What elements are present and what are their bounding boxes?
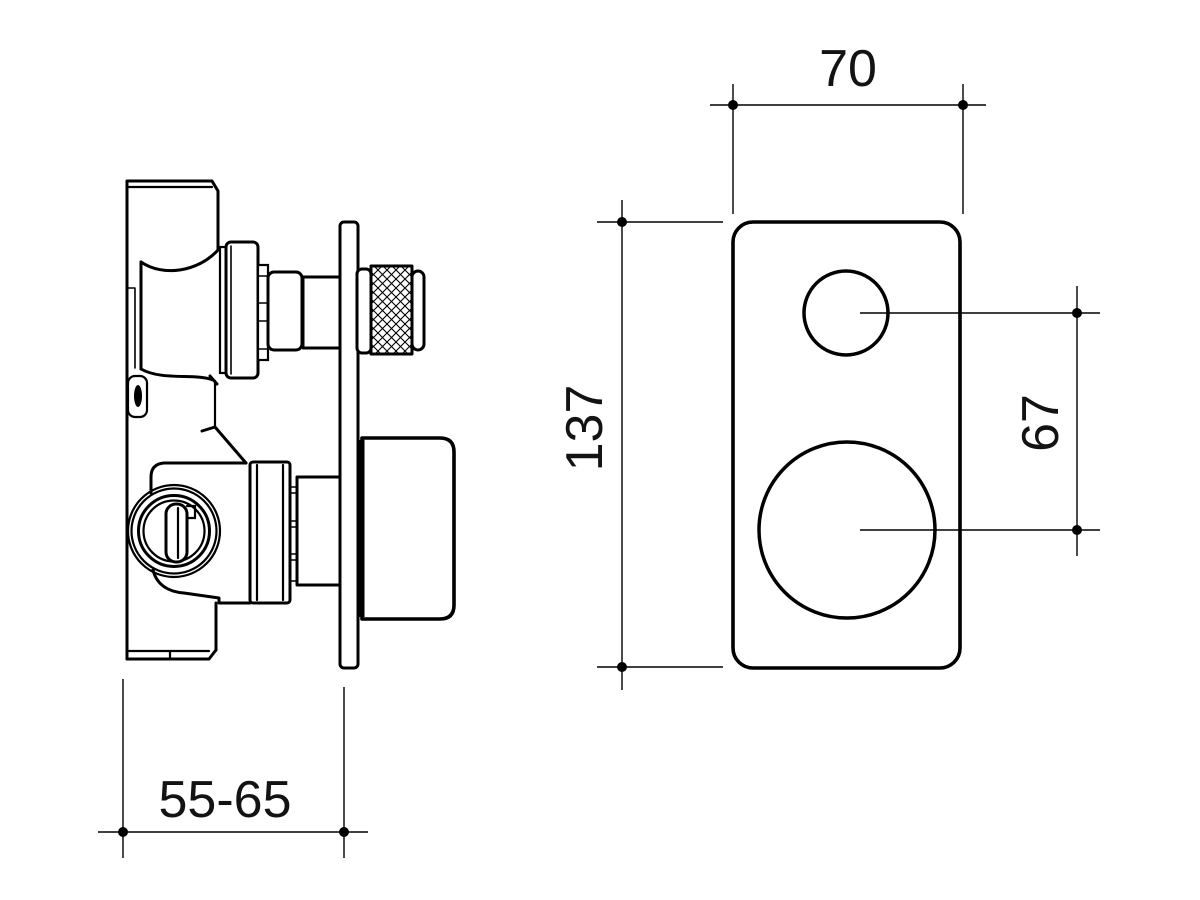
dimension-plate-width: 70 xyxy=(710,40,986,214)
dim-dot xyxy=(617,217,627,227)
spindle-slot xyxy=(164,502,189,564)
knob-knurl-pattern xyxy=(371,266,412,354)
cartridge-ring xyxy=(248,460,292,605)
dim-dot xyxy=(1072,525,1082,535)
dim-label-plate-height: 137 xyxy=(556,385,614,472)
neck-contour xyxy=(139,248,220,273)
knob-base-ring xyxy=(355,267,373,355)
dim-dot xyxy=(617,662,627,672)
dim-label-installation-depth: 55-65 xyxy=(159,771,292,829)
lower-spindle xyxy=(295,475,342,587)
dimension-plate-height: 137 xyxy=(556,200,723,690)
handle-outline xyxy=(360,436,456,621)
dim-dot xyxy=(118,827,128,837)
housing-bottom-edge xyxy=(151,568,252,605)
cartridge-circle-main xyxy=(137,494,211,568)
dim-dot xyxy=(958,100,968,110)
cartridge-circle-outer xyxy=(126,483,222,579)
upper-cartridge xyxy=(218,240,342,380)
extension-line xyxy=(732,84,964,214)
side-port-hole xyxy=(134,385,142,407)
boss-face-inner xyxy=(126,287,136,369)
dimensions: 70 137 67 55-65 xyxy=(98,40,1100,858)
dim-label-handle-centres: 67 xyxy=(1012,394,1070,452)
upper-spindle xyxy=(301,275,342,350)
body-bottom-lip xyxy=(126,649,211,661)
body-chamfer xyxy=(200,425,248,465)
extension-line xyxy=(122,679,345,858)
dim-label-plate-width: 70 xyxy=(819,40,877,98)
cartridge-ring-inner-lines xyxy=(255,463,285,602)
cartridge-circle-bezel xyxy=(130,487,218,575)
lower-thread-lines xyxy=(289,486,298,582)
side-view xyxy=(125,179,456,670)
dim-dot xyxy=(1072,308,1082,318)
mixer-handle xyxy=(359,436,456,621)
body-bottom-edge xyxy=(125,648,218,661)
extension-line xyxy=(597,221,723,668)
knob-end-cap xyxy=(410,269,426,352)
wall-plate-edge xyxy=(338,220,360,670)
lower-cartridge xyxy=(126,460,342,605)
front-view xyxy=(731,220,962,670)
dim-dot xyxy=(728,100,738,110)
boss-bottom-contour xyxy=(139,367,219,386)
retainer-thread-lines xyxy=(257,275,269,350)
dimension-installation-depth: 55-65 xyxy=(98,679,368,858)
valve-body xyxy=(125,179,248,661)
cartridge-stem xyxy=(266,270,304,352)
dim-dot xyxy=(339,827,349,837)
body-outline xyxy=(125,179,220,661)
housing-top-edge xyxy=(149,461,248,495)
dimension-handle-centres: 67 xyxy=(860,286,1100,556)
knurled-knob xyxy=(355,264,426,356)
leader-line xyxy=(860,312,1100,531)
spindle-slot-tab xyxy=(185,504,197,520)
